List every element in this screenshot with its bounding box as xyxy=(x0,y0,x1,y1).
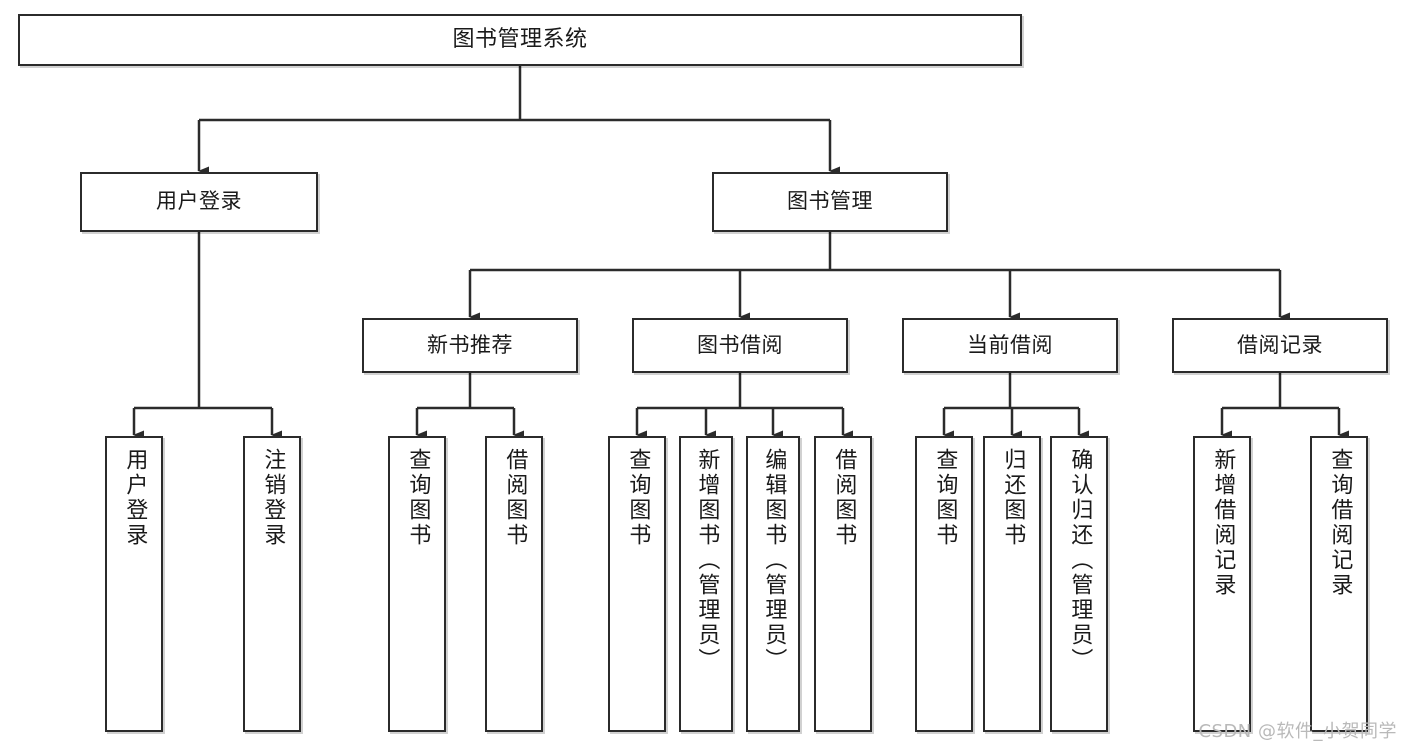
node-label: 用户登录 xyxy=(156,189,242,214)
node-new-book-rec[interactable]: 新书推荐 xyxy=(362,318,578,373)
node-label: 归还图书 xyxy=(1000,448,1026,548)
node-label: 图书管理系统 xyxy=(452,26,588,52)
node-leaf-add-book[interactable]: 新增图书（管理员） xyxy=(679,436,733,732)
node-borrow-record[interactable]: 借阅记录 xyxy=(1172,318,1388,373)
node-book-borrow[interactable]: 图书借阅 xyxy=(632,318,848,373)
node-leaf-query-book-rec[interactable]: 查询图书 xyxy=(388,436,446,732)
node-leaf-add-record[interactable]: 新增借阅记录 xyxy=(1193,436,1251,732)
node-label: 借阅图书 xyxy=(831,448,857,548)
node-label: 查询图书 xyxy=(932,448,958,548)
node-leaf-logout[interactable]: 注销登录 xyxy=(243,436,301,732)
node-label: 查询图书 xyxy=(625,448,651,548)
node-label: 新书推荐 xyxy=(427,332,513,357)
node-label: 查询借阅记录 xyxy=(1327,448,1353,598)
node-root[interactable]: 图书管理系统 xyxy=(18,14,1022,66)
node-label: 图书借阅 xyxy=(697,332,783,357)
node-label: 用户登录 xyxy=(122,448,148,548)
node-label: 当前借阅 xyxy=(967,332,1053,357)
node-label: 新增图书（管理员） xyxy=(694,448,720,673)
node-leaf-query-book-cb[interactable]: 查询图书 xyxy=(915,436,973,732)
node-label: 借阅记录 xyxy=(1237,332,1323,357)
node-label: 图书管理 xyxy=(787,189,873,214)
node-label: 查询图书 xyxy=(405,448,431,548)
node-leaf-borrow-book-rec[interactable]: 借阅图书 xyxy=(485,436,543,732)
node-leaf-return-book[interactable]: 归还图书 xyxy=(983,436,1041,732)
node-label: 编辑图书（管理员） xyxy=(761,448,787,673)
node-book-manage[interactable]: 图书管理 xyxy=(712,172,948,232)
node-leaf-edit-book[interactable]: 编辑图书（管理员） xyxy=(746,436,800,732)
node-leaf-query-record[interactable]: 查询借阅记录 xyxy=(1310,436,1368,732)
node-leaf-confirm-return[interactable]: 确认归还（管理员） xyxy=(1050,436,1108,732)
node-leaf-borrow-book-bw[interactable]: 借阅图书 xyxy=(814,436,872,732)
node-label: 注销登录 xyxy=(260,448,286,548)
node-user-login[interactable]: 用户登录 xyxy=(80,172,318,232)
node-label: 新增借阅记录 xyxy=(1210,448,1236,598)
node-label: 借阅图书 xyxy=(502,448,528,548)
node-leaf-user-login[interactable]: 用户登录 xyxy=(105,436,163,732)
node-current-borrow[interactable]: 当前借阅 xyxy=(902,318,1118,373)
node-leaf-query-book-bw[interactable]: 查询图书 xyxy=(608,436,666,732)
node-label: 确认归还（管理员） xyxy=(1067,448,1093,673)
